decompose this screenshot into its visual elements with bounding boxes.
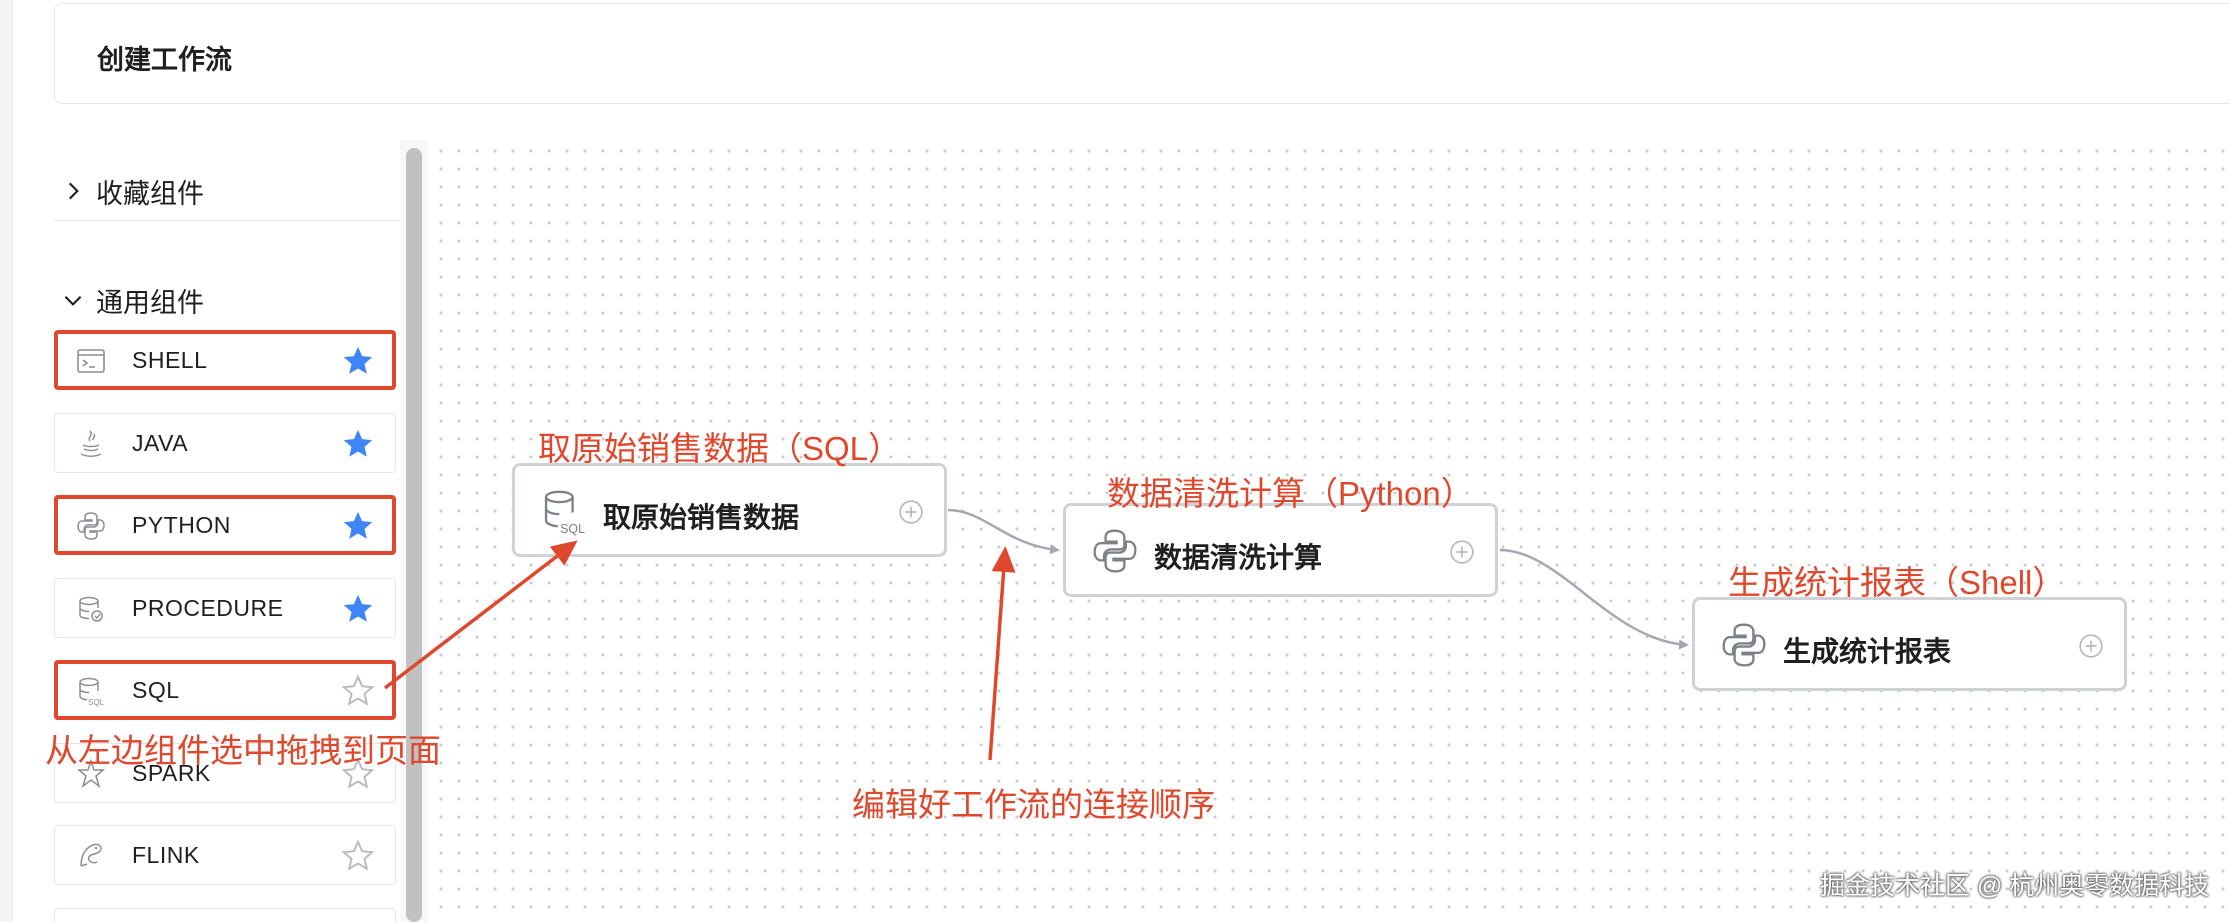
component-label: SHELL <box>132 347 208 373</box>
watermark: 掘金技术社区 @ 杭州奥零数据科技 <box>1820 872 2210 900</box>
group-divider <box>54 220 400 221</box>
component-shell[interactable]: SHELL <box>54 330 396 390</box>
add-circle-icon[interactable] <box>898 499 924 525</box>
star-filled-icon[interactable] <box>341 427 375 461</box>
group-favorites[interactable]: 收藏组件 <box>54 166 400 216</box>
component-label: PYTHON <box>132 512 231 538</box>
python-icon <box>1093 529 1137 573</box>
component-sidebar: 收藏组件 通用组件 SHELL JAVA PYTHON PROCEDURE SQ… <box>54 140 400 922</box>
group-common-label: 通用组件 <box>96 287 204 318</box>
star-filled-icon[interactable] <box>341 592 375 626</box>
star-outline-icon[interactable] <box>341 674 375 708</box>
chevron-right-icon <box>68 182 79 200</box>
procedure-icon <box>79 596 103 622</box>
terminal-icon <box>77 349 105 373</box>
python-icon <box>1722 623 1766 667</box>
flink-icon <box>80 843 102 867</box>
component-procedure[interactable]: PROCEDURE <box>54 578 396 638</box>
component-flink[interactable]: FLINK <box>54 825 396 885</box>
add-circle-icon[interactable] <box>1449 539 1475 565</box>
component-label: FLINK <box>132 842 200 868</box>
workflow-node-clean[interactable]: 数据清洗计算 <box>1063 503 1498 597</box>
java-icon <box>80 430 102 457</box>
component-label: SQL <box>132 677 180 703</box>
sql-icon: SQL <box>544 490 585 536</box>
component-next-partial[interactable] <box>54 908 396 922</box>
annotation-drag: 从左边组件选中拖拽到页面 <box>45 732 441 769</box>
add-circle-icon[interactable] <box>2078 633 2104 659</box>
star-filled-icon[interactable] <box>341 344 375 378</box>
spark-icon <box>76 758 106 788</box>
component-label: JAVA <box>132 430 189 456</box>
workflow-header: 创建工作流 <box>54 3 2230 104</box>
component-java[interactable]: JAVA <box>54 413 396 473</box>
python-icon <box>77 512 105 540</box>
component-label: PROCEDURE <box>132 595 284 621</box>
workflow-node-report[interactable]: 生成统计报表 <box>1692 597 2127 691</box>
sidebar-scrollbar[interactable] <box>406 148 422 922</box>
annotation-node-report: 生成统计报表（Shell） <box>1728 564 2066 601</box>
component-label: SPARK <box>132 760 211 786</box>
component-sql[interactable]: SQL SQL <box>54 660 396 720</box>
svg-text:SQL: SQL <box>560 522 585 536</box>
star-filled-icon[interactable] <box>341 509 375 543</box>
node-title: 生成统计报表 <box>1783 636 1952 667</box>
svg-text:SQL: SQL <box>88 698 105 707</box>
node-title: 取原始销售数据 <box>603 502 800 533</box>
page-left-gutter <box>0 0 13 922</box>
node-title: 数据清洗计算 <box>1154 542 1323 573</box>
component-spark[interactable]: SPARK <box>54 743 396 803</box>
page-title: 创建工作流 <box>97 45 232 75</box>
annotation-connect: 编辑好工作流的连接顺序 <box>852 786 1215 823</box>
annotation-node-sql: 取原始销售数据（SQL） <box>538 430 902 467</box>
group-common[interactable]: 通用组件 <box>54 275 400 325</box>
workflow-node-sql[interactable]: SQL 取原始销售数据 <box>512 463 947 557</box>
annotation-node-clean: 数据清洗计算（Python） <box>1107 475 1474 512</box>
chevron-down-icon <box>64 295 82 306</box>
group-favorites-label: 收藏组件 <box>96 178 204 209</box>
star-outline-icon[interactable] <box>341 757 375 791</box>
sql-icon: SQL <box>79 677 105 707</box>
component-python[interactable]: PYTHON <box>54 495 396 555</box>
star-outline-icon[interactable] <box>341 839 375 873</box>
